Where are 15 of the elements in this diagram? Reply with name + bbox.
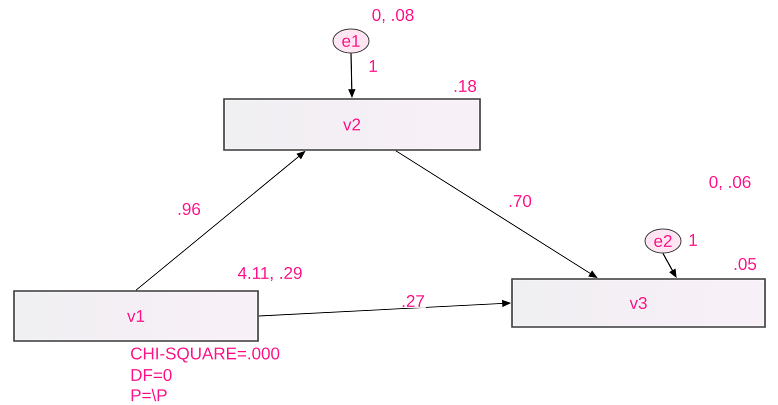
variable-box: v1	[13, 290, 259, 342]
estimate-label: .18	[454, 80, 476, 92]
estimate-label: .05	[734, 258, 756, 270]
fit-statistic: P=\P	[132, 388, 167, 402]
estimate-label: 0, .06	[709, 176, 750, 190]
variable-box: v2	[223, 98, 481, 151]
edge-label: .96	[176, 202, 202, 216]
estimate-label: 0, .08	[372, 8, 414, 24]
estimate-label: 4.11, .29	[238, 266, 302, 282]
edge-label: 1	[367, 59, 379, 73]
edge-label: 1	[687, 233, 699, 247]
edge-label: .27	[400, 294, 426, 308]
edge-label: .70	[507, 194, 533, 208]
fit-statistic: DF=0	[132, 368, 172, 382]
variable-box: v3	[511, 278, 766, 328]
